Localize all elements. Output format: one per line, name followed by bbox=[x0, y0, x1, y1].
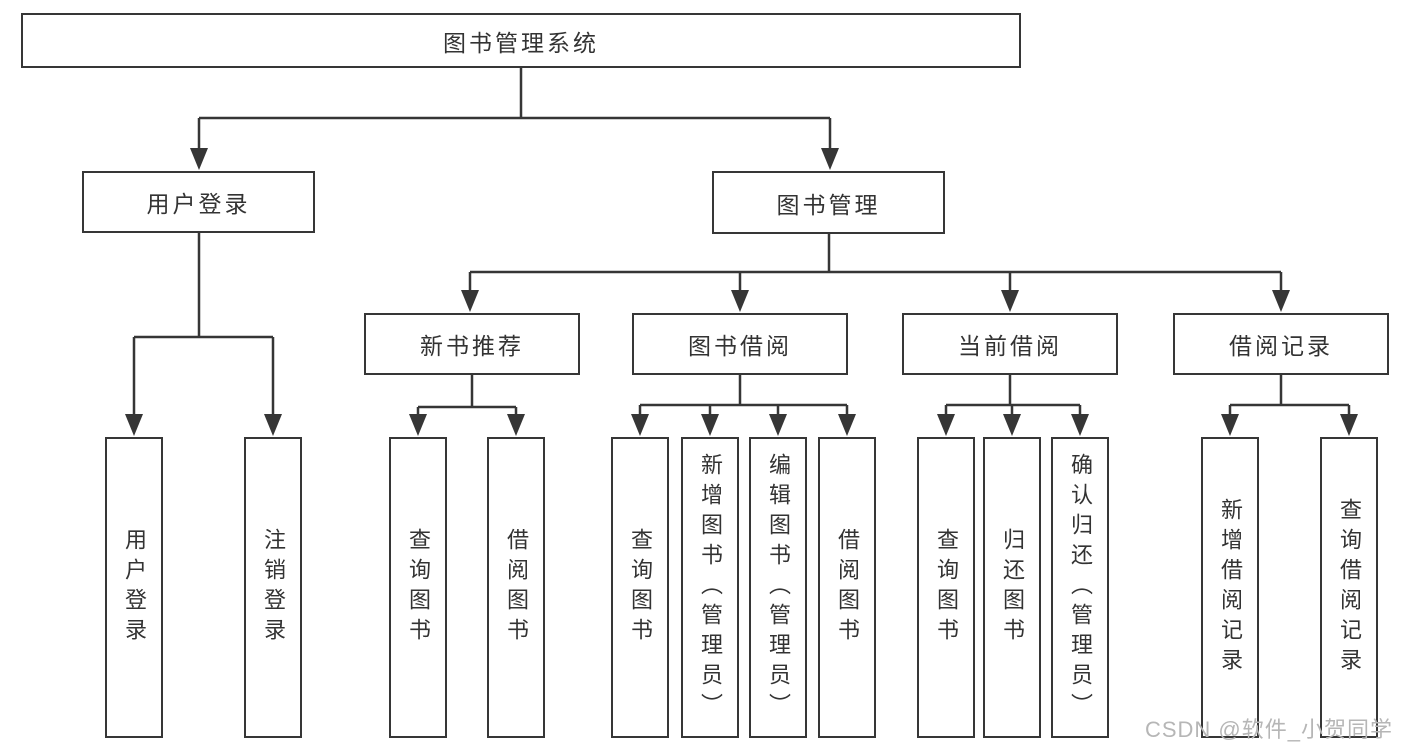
leaf-return-book: 归还图书 bbox=[983, 437, 1041, 738]
arrowhead bbox=[1003, 414, 1021, 436]
arrowhead bbox=[125, 414, 143, 436]
arrowhead bbox=[937, 414, 955, 436]
arrowhead bbox=[507, 414, 525, 436]
leaf-query-books-recommend: 查询图书 bbox=[389, 437, 447, 738]
leaf-add-book-admin: 新增图书（管理员） bbox=[681, 437, 739, 738]
node-label: 查询借阅记录 bbox=[1337, 497, 1362, 678]
arrowheads bbox=[125, 148, 1358, 436]
edge-borrow-records-to-children bbox=[1228, 375, 1351, 420]
arrowhead bbox=[631, 414, 649, 436]
node-label: 新增图书（管理员） bbox=[698, 452, 723, 723]
edge-root-to-level2 bbox=[197, 68, 832, 152]
node-label: 当前借阅 bbox=[958, 333, 1062, 359]
leaf-confirm-return-admin: 确认归还（管理员） bbox=[1051, 437, 1109, 738]
node-label: 编辑图书（管理员） bbox=[766, 452, 791, 723]
node-label: 图书管理系统 bbox=[443, 29, 599, 56]
node-borrow-records: 借阅记录 bbox=[1173, 313, 1389, 375]
node-label: 新书推荐 bbox=[420, 333, 524, 359]
leaf-query-borrow-record: 查询借阅记录 bbox=[1320, 437, 1378, 738]
node-root-system: 图书管理系统 bbox=[21, 13, 1021, 68]
node-new-book-recommend: 新书推荐 bbox=[364, 313, 580, 375]
csdn-watermark: CSDN @软件_小贺同学 bbox=[1144, 717, 1393, 742]
node-label: 图书借阅 bbox=[688, 333, 792, 359]
node-book-management: 图书管理 bbox=[712, 171, 945, 234]
leaf-query-books-borrow: 查询图书 bbox=[611, 437, 669, 738]
node-label: 用户登录 bbox=[146, 191, 251, 217]
node-label: 图书管理 bbox=[776, 191, 881, 218]
leaf-query-books-current: 查询图书 bbox=[917, 437, 975, 738]
leaf-borrow-books: 借阅图书 bbox=[818, 437, 876, 738]
node-book-borrow: 图书借阅 bbox=[632, 313, 848, 375]
node-label: 借阅记录 bbox=[1229, 333, 1333, 359]
arrowhead bbox=[1221, 414, 1239, 436]
arrowhead bbox=[769, 414, 787, 436]
edge-book-management-to-children bbox=[468, 234, 1283, 295]
node-label: 归还图书 bbox=[1000, 527, 1025, 648]
node-label: 借阅图书 bbox=[504, 527, 529, 648]
node-current-borrow: 当前借阅 bbox=[902, 313, 1118, 375]
arrowhead bbox=[409, 414, 427, 436]
leaf-user-login: 用户登录 bbox=[105, 437, 163, 738]
node-label: 查询图书 bbox=[934, 527, 959, 648]
arrowhead bbox=[1001, 290, 1019, 312]
leaf-borrow-books-recommend: 借阅图书 bbox=[487, 437, 545, 738]
arrowhead bbox=[264, 414, 282, 436]
node-label: 注销登录 bbox=[261, 527, 286, 648]
node-label: 借阅图书 bbox=[835, 527, 860, 648]
arrowhead bbox=[1071, 414, 1089, 436]
arrowhead bbox=[731, 290, 749, 312]
arrowhead bbox=[821, 148, 839, 170]
node-label: 查询图书 bbox=[406, 527, 431, 648]
node-label: 新增借阅记录 bbox=[1218, 497, 1243, 678]
edge-user-login-to-children bbox=[132, 233, 275, 420]
edge-current-borrow-to-children bbox=[944, 375, 1082, 420]
edge-book-borrow-to-children bbox=[638, 375, 849, 420]
leaf-add-borrow-record: 新增借阅记录 bbox=[1201, 437, 1259, 738]
node-label: 确认归还（管理员） bbox=[1068, 452, 1093, 723]
arrowhead bbox=[1272, 290, 1290, 312]
arrowhead bbox=[190, 148, 208, 170]
arrowhead bbox=[701, 414, 719, 436]
node-user-login: 用户登录 bbox=[82, 171, 315, 233]
leaf-edit-book-admin: 编辑图书（管理员） bbox=[749, 437, 807, 738]
leaf-logout: 注销登录 bbox=[244, 437, 302, 738]
arrowhead bbox=[461, 290, 479, 312]
arrowhead bbox=[838, 414, 856, 436]
arrowhead bbox=[1340, 414, 1358, 436]
node-label: 查询图书 bbox=[628, 527, 653, 648]
edge-new-book-recommend-to-children bbox=[416, 375, 518, 420]
node-label: 用户登录 bbox=[122, 527, 147, 648]
